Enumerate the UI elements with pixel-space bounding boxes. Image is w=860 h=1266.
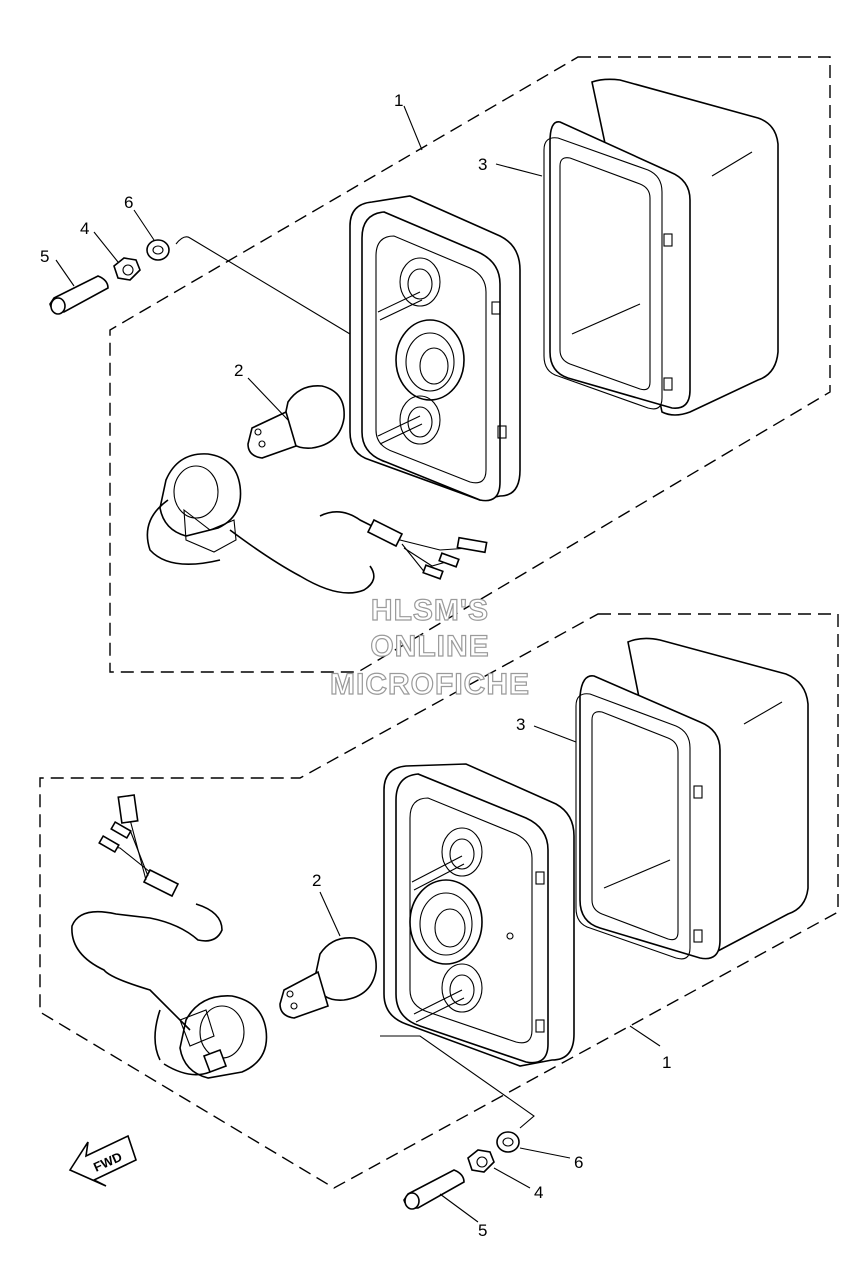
upper-hardware <box>49 236 351 335</box>
fwd-direction-arrow: FWD <box>68 1134 137 1187</box>
lower-housing <box>383 763 575 1067</box>
upper-callout-bulb: 2 <box>234 361 243 380</box>
upper-lens <box>543 78 779 416</box>
upper-callout-housing: 1 <box>394 91 403 110</box>
upper-callout-washer: 6 <box>124 193 133 212</box>
lower-assembly-boundary <box>39 613 839 1189</box>
lower-assembly: FWD <box>39 613 839 1223</box>
upper-leaders <box>55 105 543 421</box>
watermark-line-2: ONLINE <box>370 630 489 663</box>
upper-callout-nut: 4 <box>80 219 89 238</box>
lower-callout-housing: 1 <box>662 1053 671 1072</box>
watermark-line-3: MICROFICHE <box>330 668 530 701</box>
callout-numbers: 1 3 2 5 4 6 3 2 1 6 4 5 <box>40 91 671 1240</box>
lower-hardware <box>380 1035 535 1210</box>
upper-callout-collar: 5 <box>40 247 49 266</box>
lower-socket-harness <box>71 794 268 1079</box>
upper-housing <box>349 195 521 502</box>
upper-assembly-boundary <box>109 56 831 673</box>
lower-bulb <box>279 937 377 1019</box>
lower-callout-washer: 6 <box>574 1153 583 1172</box>
upper-callout-lens: 3 <box>478 155 487 174</box>
lower-callout-nut: 4 <box>534 1183 543 1202</box>
watermark-line-1: HLSM'S <box>371 594 489 627</box>
upper-bulb <box>247 385 345 459</box>
lower-callout-collar: 5 <box>478 1221 487 1240</box>
lower-lens <box>575 637 809 960</box>
upper-socket-harness <box>146 453 488 594</box>
lower-leaders <box>319 725 661 1223</box>
watermark: HLSM'S ONLINE MICROFICHE <box>329 593 530 701</box>
lower-callout-lens: 3 <box>516 715 525 734</box>
lower-callout-bulb: 2 <box>312 871 321 890</box>
upper-assembly <box>49 56 831 673</box>
